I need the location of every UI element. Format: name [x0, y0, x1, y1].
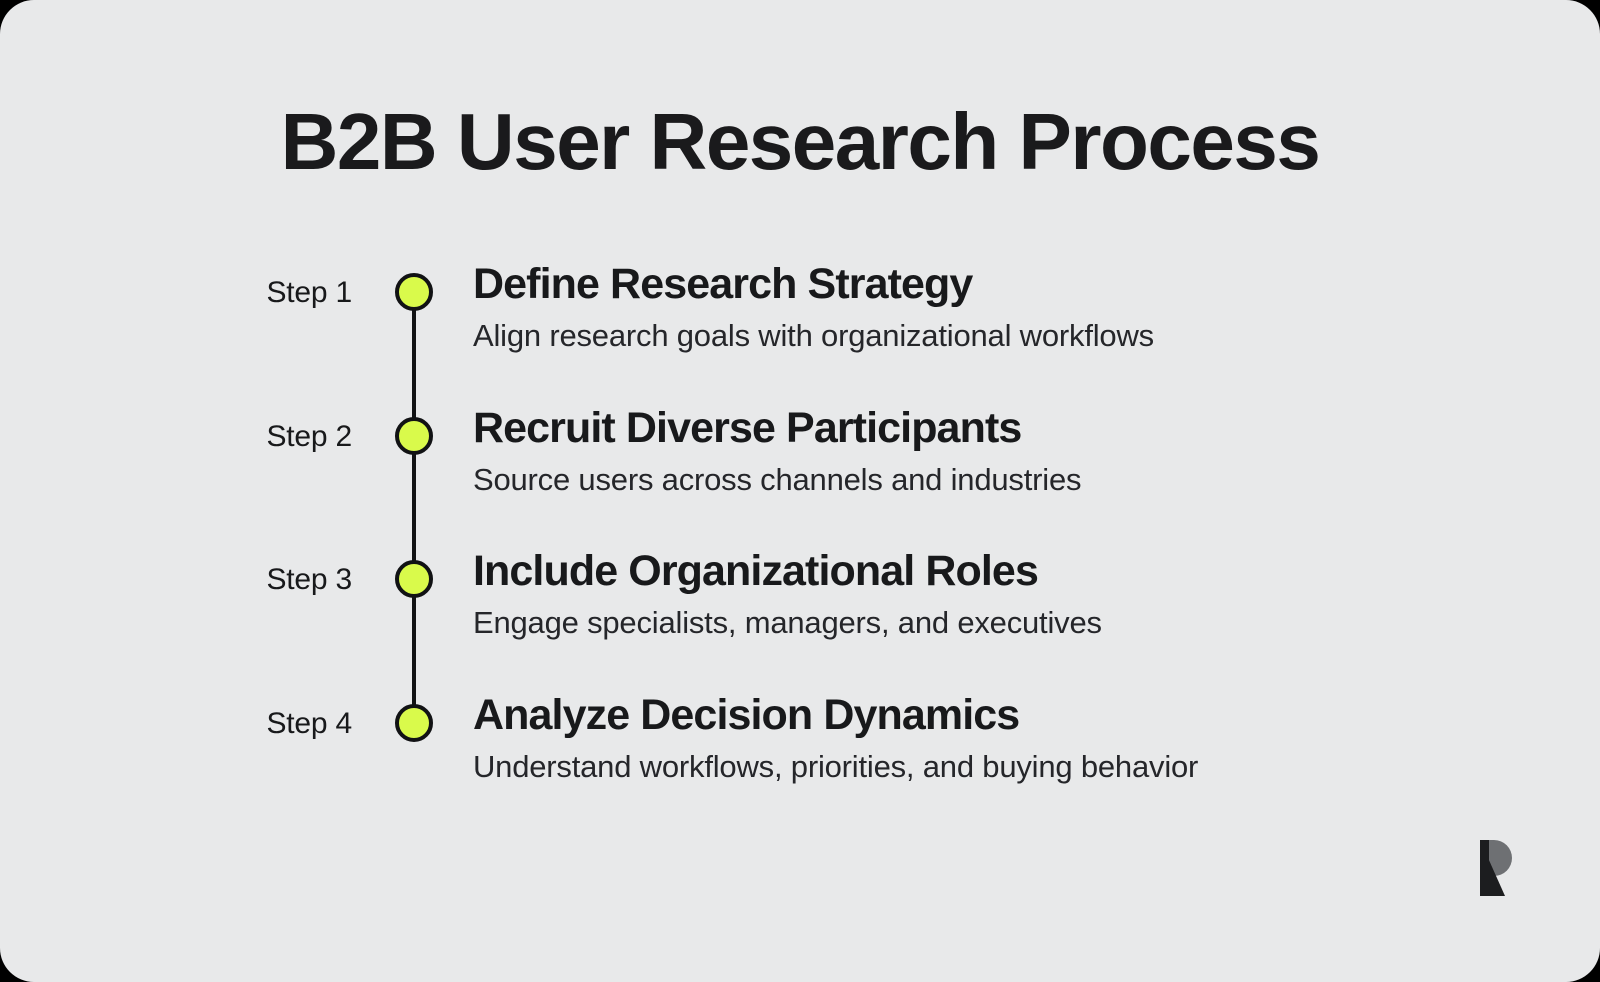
step-title: Analyze Decision Dynamics	[473, 691, 1020, 739]
step-content: Analyze Decision Dynamics Understand wor…	[473, 689, 1533, 786]
step-label: Step 1	[266, 276, 352, 309]
step-content: Include Organizational Roles Engage spec…	[473, 545, 1533, 642]
process-timeline: Step 1 Define Research Strategy Align re…	[0, 252, 1600, 812]
page-title: B2B User Research Process	[280, 97, 1321, 186]
timeline-step-4[interactable]: Step 4 Analyze Decision Dynamics Underst…	[0, 683, 1600, 827]
step-description: Source users across channels and industr…	[473, 462, 1082, 498]
step-label: Step 2	[266, 420, 352, 453]
step-content: Recruit Diverse Participants Source user…	[473, 402, 1533, 499]
logo-bar-shape	[1480, 840, 1489, 896]
step-title: Define Research Strategy	[473, 260, 973, 308]
timeline-node-icon	[395, 273, 433, 311]
step-label: Step 3	[266, 563, 352, 596]
timeline-node-icon	[395, 560, 433, 598]
timeline-node-icon	[395, 704, 433, 742]
timeline-connector-line	[412, 292, 416, 724]
timeline-step-2[interactable]: Step 2 Recruit Diverse Participants Sour…	[0, 396, 1600, 540]
step-title: Recruit Diverse Participants	[473, 404, 1022, 452]
step-label: Step 4	[266, 707, 352, 740]
timeline-node-icon	[395, 417, 433, 455]
step-description: Understand workflows, priorities, and bu…	[473, 749, 1199, 785]
timeline-step-3[interactable]: Step 3 Include Organizational Roles Enga…	[0, 539, 1600, 683]
step-content: Define Research Strategy Align research …	[473, 258, 1533, 355]
step-description: Engage specialists, managers, and execut…	[473, 605, 1102, 641]
timeline-step-1[interactable]: Step 1 Define Research Strategy Align re…	[0, 252, 1600, 396]
r-monogram-logo	[1480, 840, 1512, 896]
step-description: Align research goals with organizational…	[473, 318, 1154, 354]
step-title: Include Organizational Roles	[473, 547, 1039, 595]
